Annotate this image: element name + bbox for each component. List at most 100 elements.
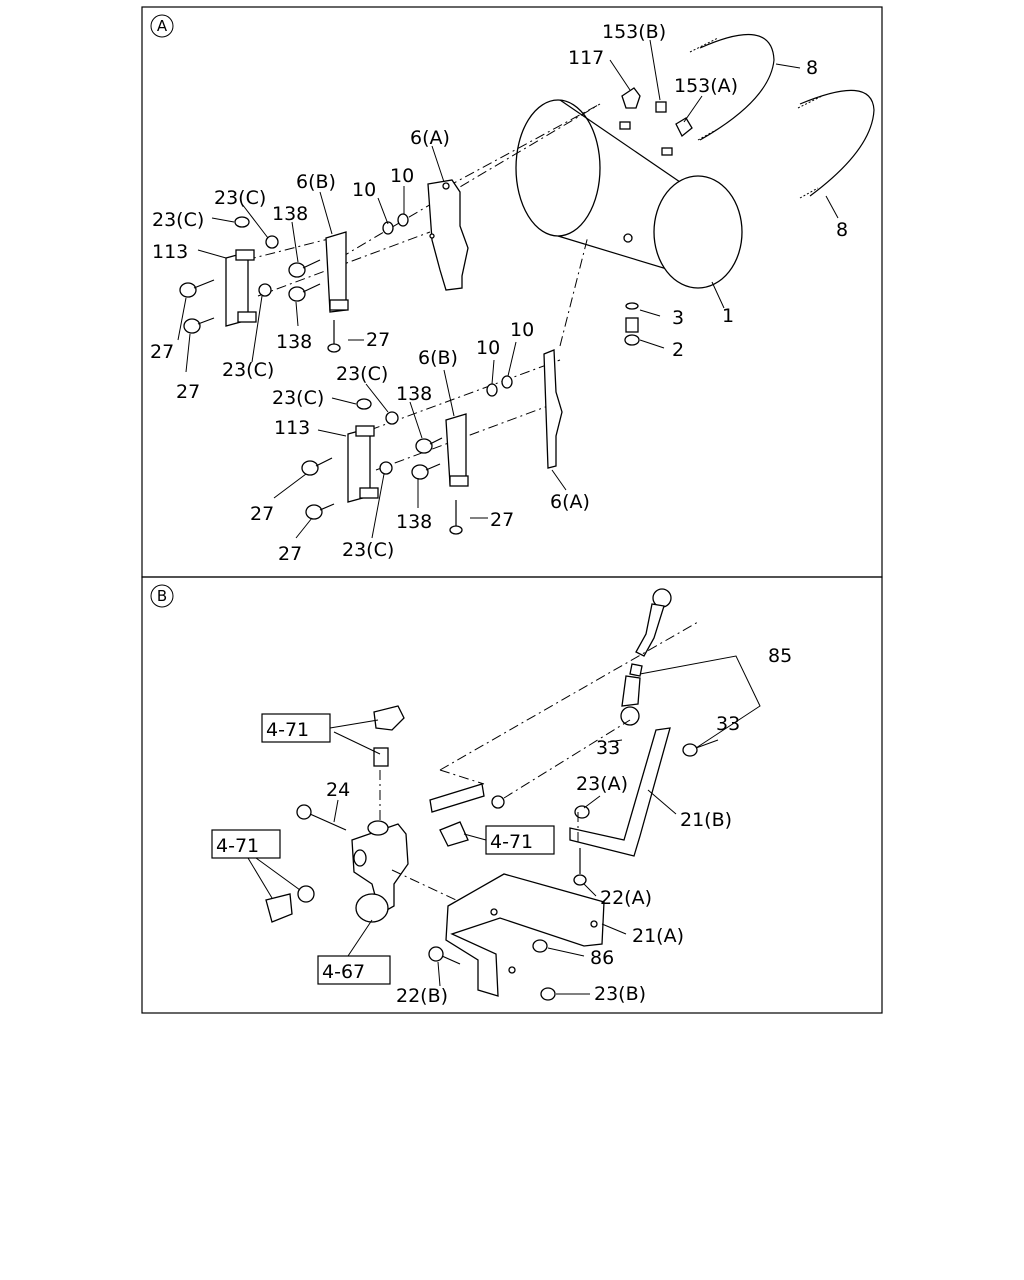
callout-2: 2 <box>672 339 684 361</box>
callout-23c-4: 23(C) <box>336 363 388 385</box>
nut-23b <box>540 987 556 1001</box>
callout-10-d: 10 <box>510 319 534 341</box>
drain-plug-2 <box>624 302 640 346</box>
assembly-line <box>439 769 485 785</box>
callout-23c-5: 23(C) <box>272 387 324 409</box>
assembly-line <box>429 103 601 197</box>
callout-23c-1: 23(C) <box>214 187 266 209</box>
ref-box-471-left <box>211 829 281 859</box>
callout-113-1: 113 <box>152 241 188 263</box>
bolts-lower <box>301 375 513 535</box>
bracket-113-lower <box>347 425 379 503</box>
valve-arm <box>429 783 485 813</box>
ref-471-top: 4-71 <box>266 719 309 741</box>
elbow-fitting-left <box>265 885 315 923</box>
assembly-line <box>503 719 631 799</box>
fitting-153b <box>655 101 667 113</box>
section-a-frame <box>141 6 883 578</box>
assembly-line <box>245 235 341 261</box>
section-b-frame <box>141 576 883 1014</box>
fitting-117 <box>621 87 641 109</box>
ref-471-left: 4-71 <box>216 835 259 857</box>
callout-6a-bottom: 6(A) <box>550 491 590 513</box>
callout-3: 3 <box>672 307 684 329</box>
ref-box-467 <box>317 955 391 985</box>
callout-6b-bottom: 6(B) <box>418 347 458 369</box>
callout-153a: 153(A) <box>674 75 738 97</box>
callout-138-1: 138 <box>272 203 308 225</box>
callout-27-4: 27 <box>250 503 274 525</box>
tank-port <box>619 121 631 130</box>
section-a-letter: A <box>157 17 168 35</box>
leader-lines-b <box>247 655 761 995</box>
callout-10-a: 10 <box>352 179 376 201</box>
callout-23c-2: 23(C) <box>152 209 204 231</box>
callout-117: 117 <box>568 47 604 69</box>
assembly-line <box>559 235 589 347</box>
callout-23c-3: 23(C) <box>222 359 274 381</box>
nut-86 <box>532 939 548 953</box>
link-rod-85 <box>620 588 672 726</box>
callout-27-5: 27 <box>278 543 302 565</box>
ref-box-471-mid <box>485 825 555 855</box>
callout-138-3: 138 <box>396 383 432 405</box>
bolts-upper <box>179 213 409 353</box>
nut-33-lower <box>491 795 505 809</box>
callout-23c-6: 23(C) <box>342 539 394 561</box>
section-a-marker: A <box>150 14 174 38</box>
assembly-line <box>369 359 561 431</box>
callout-138-2: 138 <box>276 331 312 353</box>
nut-23a <box>574 805 590 819</box>
callout-1: 1 <box>722 305 734 327</box>
ref-471-mid: 4-71 <box>490 831 533 853</box>
nut-33 <box>682 743 698 757</box>
air-tank-assembly <box>515 99 743 289</box>
callout-6b-top: 6(B) <box>296 171 336 193</box>
callouts-b: 85 33 33 4-71 4-71 4-71 4-67 24 23(A) 21… <box>216 645 792 1007</box>
callout-22a: 22(A) <box>600 887 652 909</box>
hose-8-upper <box>689 34 775 141</box>
callout-27-6: 27 <box>490 509 514 531</box>
callout-21b: 21(B) <box>680 809 732 831</box>
callout-10-c: 10 <box>476 337 500 359</box>
section-b-marker: B <box>150 584 174 608</box>
callout-22b: 22(B) <box>396 985 448 1007</box>
callout-27-1: 27 <box>150 341 174 363</box>
callout-27-2: 27 <box>176 381 200 403</box>
elbow-fitting-top <box>373 705 405 767</box>
callout-33-left: 33 <box>596 737 620 759</box>
callout-6a-top: 6(A) <box>410 127 450 149</box>
leveling-valve <box>351 820 409 923</box>
assembly-line <box>439 621 699 771</box>
bolt-24 <box>296 804 347 831</box>
bracket-21a <box>445 873 605 997</box>
leader-lines-a <box>177 39 839 539</box>
section-b-letter: B <box>157 587 167 605</box>
callout-27-3: 27 <box>366 329 390 351</box>
bolt-22b <box>428 946 461 965</box>
bolt-22a <box>573 848 587 886</box>
callout-8-right: 8 <box>836 219 848 241</box>
bracket-6a-upper <box>427 179 469 291</box>
callout-23b: 23(B) <box>594 983 646 1005</box>
callout-33-right: 33 <box>716 713 740 735</box>
callouts-a: 153(B) 117 153(A) 8 8 6(A) 6(B) 10 10 23… <box>150 21 848 565</box>
fitting-153a <box>675 117 693 138</box>
fitting-mid <box>439 821 469 847</box>
callout-21a: 21(A) <box>632 925 684 947</box>
callout-113-2: 113 <box>274 417 310 439</box>
bracket-6b-lower <box>445 413 469 487</box>
bracket-113-upper <box>225 249 257 327</box>
callout-153b: 153(B) <box>602 21 666 43</box>
ref-467: 4-67 <box>322 961 365 983</box>
callout-8-top: 8 <box>806 57 818 79</box>
bracket-6a-lower <box>543 349 563 469</box>
assembly-line <box>391 869 457 901</box>
bracket-6b-upper <box>325 231 349 313</box>
tank-port <box>661 147 673 156</box>
hose-8-lower <box>797 89 875 199</box>
callout-24: 24 <box>326 779 350 801</box>
callout-23a: 23(A) <box>576 773 628 795</box>
ref-box-471-top <box>261 713 331 743</box>
